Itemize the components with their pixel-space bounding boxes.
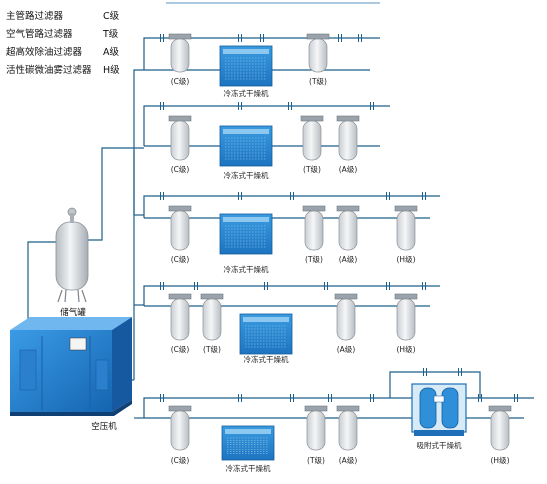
- filter-head: [168, 205, 192, 212]
- filter-grade-label: (T级): [305, 255, 323, 264]
- filter-body: [336, 298, 356, 341]
- legend-item: 主管路过滤器 C级: [6, 8, 119, 22]
- filter-grade-label: (H级): [396, 255, 416, 264]
- pipe-segment: [143, 285, 440, 306]
- compressor-label: 空压机: [91, 422, 117, 432]
- pipe-segment: [143, 195, 440, 218]
- filter-grade-label: (C级): [170, 77, 190, 86]
- filter-body: [338, 120, 358, 161]
- filter-grade-label: (C级): [170, 165, 190, 174]
- filter-body: [308, 38, 328, 73]
- filter-head: [168, 405, 192, 412]
- legend-name: 活性碳微油雾过滤器: [6, 65, 92, 76]
- adsorption-dryer-label: 吸附式干燥机: [416, 441, 462, 450]
- pipe-segment: [133, 69, 144, 380]
- filter-grade-label: (A级): [338, 165, 358, 174]
- legend-item: 超高效除油过滤器 A级: [6, 44, 119, 58]
- filter-grade-label: (C级): [170, 345, 190, 354]
- filter-body: [304, 210, 324, 251]
- devices: [168, 33, 512, 461]
- filter-body: [302, 120, 322, 161]
- filter-body: [338, 410, 358, 451]
- filter-head: [302, 205, 326, 212]
- filter-body: [396, 210, 416, 251]
- dryer-panel: [243, 317, 289, 322]
- filter-head: [336, 205, 360, 212]
- filter-grade-label: (T级): [203, 345, 221, 354]
- tank-label: 储气罐: [60, 308, 86, 318]
- legend-item: 空气管路过滤器 T级: [6, 26, 118, 40]
- dryer-label: 冷冻式干燥机: [243, 355, 289, 364]
- filter-grade-label: (C级): [170, 456, 190, 465]
- filter-body: [490, 410, 510, 451]
- dryer-panel: [223, 129, 269, 134]
- filter-head: [334, 293, 358, 300]
- filter-head: [394, 205, 418, 212]
- filter-body: [170, 410, 190, 451]
- pipe-segment: [143, 105, 390, 146]
- filter-body: [338, 210, 358, 251]
- pipe-segment: [88, 147, 144, 241]
- dryer-panel: [223, 217, 269, 222]
- filter-head: [488, 405, 512, 412]
- filter-body: [306, 410, 326, 451]
- dryer-panel: [225, 429, 271, 434]
- filter-head: [168, 293, 192, 300]
- filter-head: [336, 115, 360, 122]
- legend-name: 超高效除油过滤器: [6, 47, 83, 58]
- filter-body: [170, 38, 190, 73]
- filter-grade-label: (C级): [170, 255, 190, 264]
- filter-head: [300, 115, 324, 122]
- pipe-segment: [143, 37, 380, 70]
- legend-name: 空气管路过滤器: [6, 29, 73, 40]
- storage-tank: [55, 207, 89, 303]
- pipe-segment: [389, 371, 481, 398]
- filter-grade-label: (A级): [336, 345, 356, 354]
- adsorption-dryer: [411, 383, 467, 436]
- pipe-segment: [143, 397, 534, 418]
- dryer-label: 冷冻式干燥机: [223, 265, 269, 274]
- filter-body: [170, 210, 190, 251]
- legend-grade: C级: [103, 11, 120, 22]
- legend-item: 活性碳微油雾过滤器 H级: [6, 62, 120, 76]
- filter-body: [202, 298, 222, 341]
- dryer-label: 冷冻式干燥机: [223, 89, 269, 98]
- filter-grade-label: (H级): [490, 456, 510, 465]
- filter-grade-label: (T级): [307, 456, 325, 465]
- dryer-label: 冷冻式干燥机: [223, 171, 269, 180]
- filter-head: [200, 293, 224, 300]
- filter-head: [304, 405, 328, 412]
- filter-head: [336, 405, 360, 412]
- legend-grade: H级: [103, 65, 120, 76]
- filter-grade-label: (H级): [396, 345, 416, 354]
- filter-head: [306, 33, 330, 40]
- filter-body: [170, 120, 190, 161]
- filter-grade-label: (A级): [338, 456, 358, 465]
- air-compressor-unit: [10, 317, 132, 416]
- legend-name: 主管路过滤器: [6, 11, 64, 22]
- dryer-panel: [223, 49, 269, 54]
- filter-head: [168, 115, 192, 122]
- filter-body: [396, 298, 416, 341]
- legend-grade: T级: [103, 29, 119, 40]
- filter-grade-label: (T级): [303, 165, 321, 174]
- pipe-segment: [27, 241, 56, 330]
- filter-grade-label: (A级): [338, 255, 358, 264]
- legend-grade: A级: [103, 47, 119, 58]
- filter-grade-label: (T级): [309, 77, 327, 86]
- filter-head: [168, 33, 192, 40]
- dryer-label: 冷冻式干燥机: [225, 464, 271, 473]
- filter-body: [170, 298, 190, 341]
- filter-head: [394, 293, 418, 300]
